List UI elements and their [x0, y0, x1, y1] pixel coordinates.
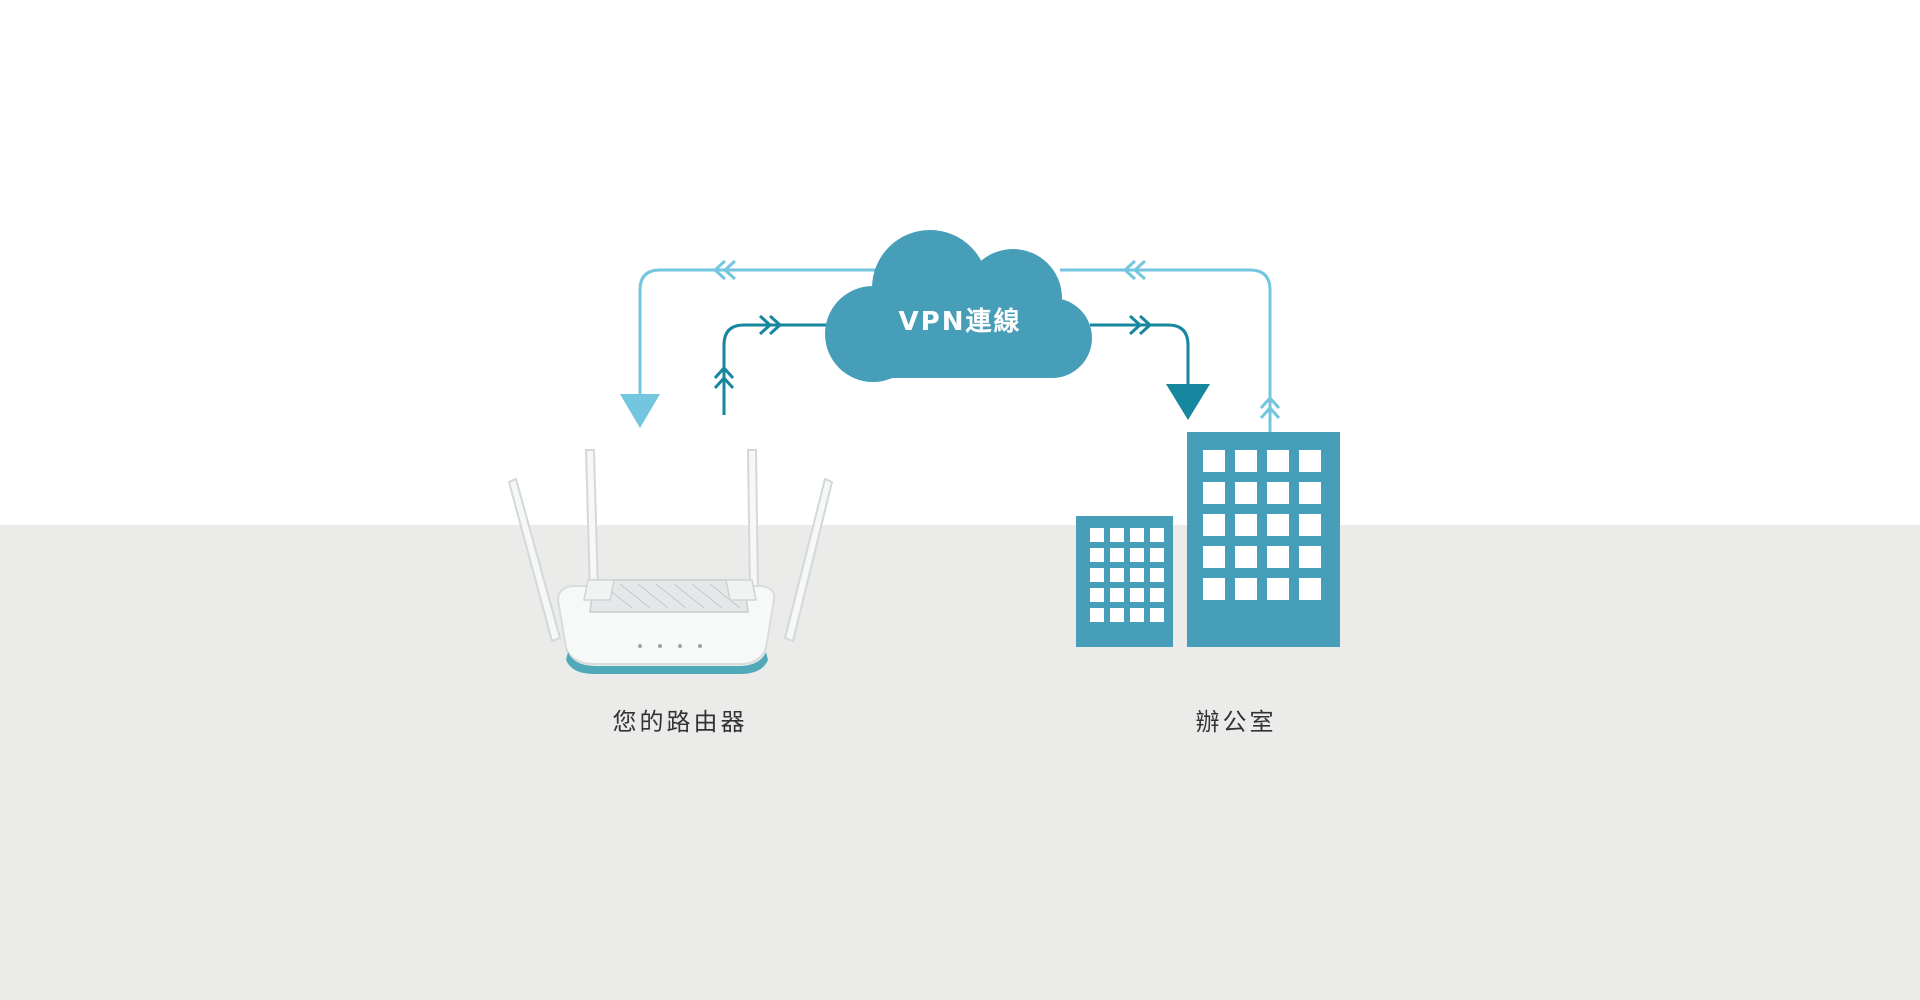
- arrowhead-down-router: [620, 394, 660, 428]
- background-ground: [0, 525, 1920, 1000]
- office-building-icon: [1076, 432, 1340, 647]
- router-icon: [507, 449, 834, 674]
- router-label: 您的路由器: [612, 708, 748, 736]
- router-antennas: [507, 449, 834, 643]
- outer-arrow-chevrons: [712, 259, 1281, 420]
- tall-building-windows: [1203, 450, 1321, 600]
- cloud-label: VPN連線: [899, 306, 1022, 337]
- office-label: 辦公室: [1195, 708, 1277, 736]
- outer-arrow-path: [638, 268, 1272, 432]
- cloud-icon: [825, 230, 1092, 382]
- small-building-windows: [1090, 528, 1164, 622]
- inner-arrow-path: [722, 323, 1190, 415]
- inner-arrow-chevrons: [713, 314, 1153, 390]
- arrowhead-down-office: [1166, 384, 1210, 420]
